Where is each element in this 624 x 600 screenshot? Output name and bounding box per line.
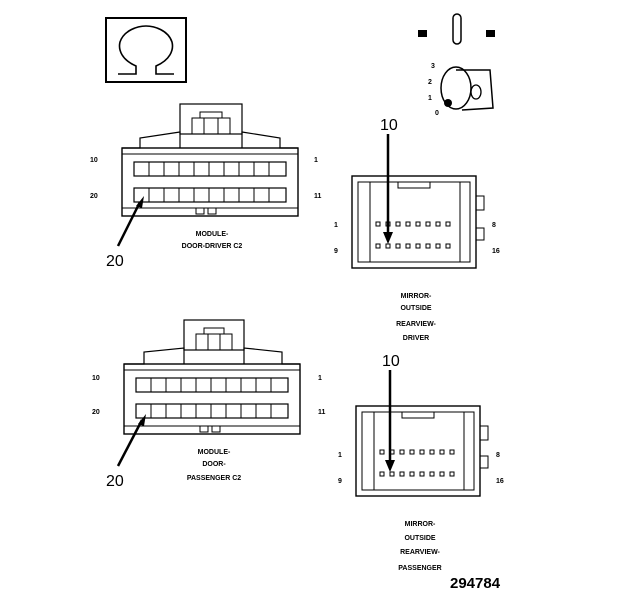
pin-label-10: 10: [92, 375, 100, 382]
ohm-symbol-icon: [105, 17, 187, 83]
caption-line-3: REARVIEW-: [396, 321, 436, 328]
passenger-door-pin-row-top: [135, 377, 289, 393]
pin-label-16: 16: [496, 478, 504, 485]
caption-line-1: MIRROR-: [405, 521, 436, 528]
pin-label-1: 1: [338, 452, 342, 459]
pin-label-1: 1: [314, 157, 318, 164]
pin-label-11: 11: [314, 193, 322, 200]
caption-line-1: MIRROR-: [401, 293, 432, 300]
caption-line-2: DOOR-DRIVER C2: [182, 243, 243, 250]
driver-door-pin-row-top: [133, 161, 287, 177]
caption-line-4: PASSENGER: [398, 565, 441, 572]
pin-label-1: 1: [318, 375, 322, 382]
caption-line-1: MODULE-: [196, 231, 229, 238]
pin-label-8: 8: [492, 222, 496, 229]
callout-10: 10: [380, 117, 398, 134]
callout-20: 20: [106, 253, 124, 270]
callout-20: 20: [106, 473, 124, 490]
key-position-2: 2: [428, 79, 432, 86]
caption-line-2: DOOR-: [202, 461, 226, 468]
driver-mirror-connector: 1 9 8 16 10 MIRROR- OUTSIDE REARVIEW- DR…: [334, 117, 500, 342]
pin-label-16: 16: [492, 248, 500, 255]
caption-line-2: OUTSIDE: [400, 305, 431, 312]
passenger-door-module-connector: 10 1 20 11 20 MODULE- DOOR- PASSENGER C2: [92, 319, 326, 490]
pin-label-8: 8: [496, 452, 500, 459]
pin-label-10: 10: [90, 157, 98, 164]
key-position-3: 3: [431, 63, 435, 70]
pin-label-20: 20: [92, 409, 100, 416]
driver-door-pin-row-bottom: [133, 187, 287, 203]
key-position-1: 1: [428, 95, 432, 102]
passenger-door-pin-row-bottom: [135, 403, 289, 419]
pin-label-20: 20: [90, 193, 98, 200]
ignition-key-icon: 3 2 1 0: [418, 13, 495, 117]
pin-label-1: 1: [334, 222, 338, 229]
caption-line-3: PASSENGER C2: [187, 475, 241, 482]
figure-number: 294784: [450, 575, 501, 592]
callout-10: 10: [382, 353, 400, 370]
caption-line-2: OUTSIDE: [404, 535, 435, 542]
caption-line-3: REARVIEW-: [400, 549, 440, 556]
key-position-0: 0: [435, 110, 439, 117]
caption-line-1: MODULE-: [198, 449, 231, 456]
driver-mirror-pin-row-bottom: [375, 243, 451, 249]
passenger-mirror-pin-row-bottom: [379, 471, 455, 477]
driver-door-module-connector: 10 1 20 11 20 MODULE- DOOR-DRIVER C2: [90, 103, 322, 270]
pin-label-9: 9: [334, 248, 338, 255]
caption-line-4: DRIVER: [403, 335, 429, 342]
pin-label-9: 9: [338, 478, 342, 485]
pin-label-11: 11: [318, 409, 326, 416]
passenger-mirror-connector: 1 9 8 16 10 MIRROR- OUTSIDE REARVIEW- PA…: [338, 353, 504, 572]
